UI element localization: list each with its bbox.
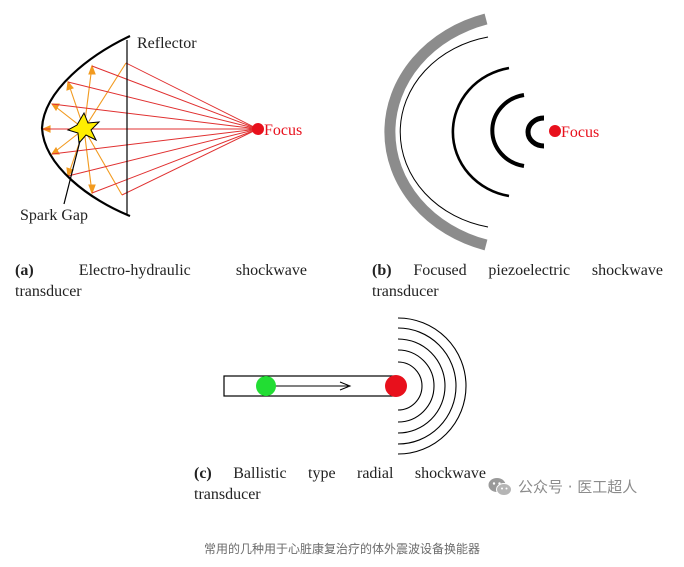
caption-a: (a) Electro-hydraulic shockwave transduc… (15, 260, 307, 302)
wavefront-4 (525, 115, 545, 149)
caption-c-word-4: shockwave (414, 465, 486, 482)
caption-c: (c) Ballistic type radial shockwave tran… (194, 463, 486, 505)
caption-c-tag: (c) (194, 465, 212, 482)
caption-a-word-2: shockwave (235, 262, 307, 279)
watermark-text: 公众号 · 医工超人 (518, 478, 638, 496)
projectile-arrowhead (339, 381, 352, 391)
radial-waves (397, 317, 467, 455)
focus-point-a (252, 123, 264, 135)
spark-gap-pointer (63, 140, 81, 205)
wechat-icon (488, 477, 512, 496)
focus-label-a: Focus (264, 122, 302, 139)
caption-c-word-3: radial (357, 465, 394, 482)
caption-b-word-3: shockwave (591, 262, 663, 279)
panel-a-electro-hydraulic: Focus Reflector Spark Gap (20, 35, 302, 224)
focus-point-b (549, 125, 561, 137)
caption-b: (b) Focused piezoelectric shockwave tran… (372, 260, 663, 302)
caption-c-word-2: type (308, 465, 336, 482)
caption-a-tag: (a) (15, 262, 34, 279)
focus-rays (43, 62, 259, 196)
caption-a-word-1: Electro-hydraulic (78, 262, 191, 279)
caption-c-line-2: transducer (194, 486, 261, 503)
panel-c-ballistic (223, 317, 467, 455)
caption-b-tag: (b) (372, 262, 392, 279)
caption-c-word-1: Ballistic (233, 465, 287, 482)
caption-a-line-2: transducer (15, 283, 82, 300)
wavefront-1 (399, 36, 489, 228)
figure-footer-caption: 常用的几种用于心脏康复治疗的体外震波设备换能器 (203, 542, 480, 556)
spark-star-icon (66, 111, 101, 145)
watermark: 公众号 · 医工超人 (488, 476, 637, 497)
caption-b-word-2: piezoelectric (488, 262, 571, 279)
projectile-start-dot (256, 376, 276, 396)
spark-gap-label: Spark Gap (20, 207, 88, 224)
panel-b-piezoelectric (384, 13, 545, 251)
caption-b-line-2: transducer (372, 283, 439, 300)
piezo-shell-arc (384, 13, 488, 251)
wavefront-2 (451, 66, 510, 198)
applicator-tip-dot (385, 375, 407, 397)
caption-b-word-1: Focused (413, 262, 467, 279)
reflector-label: Reflector (137, 35, 197, 52)
reflector-curve (40, 35, 131, 218)
wavefront-3 (490, 93, 525, 168)
focus-label-b: Focus (561, 124, 599, 141)
